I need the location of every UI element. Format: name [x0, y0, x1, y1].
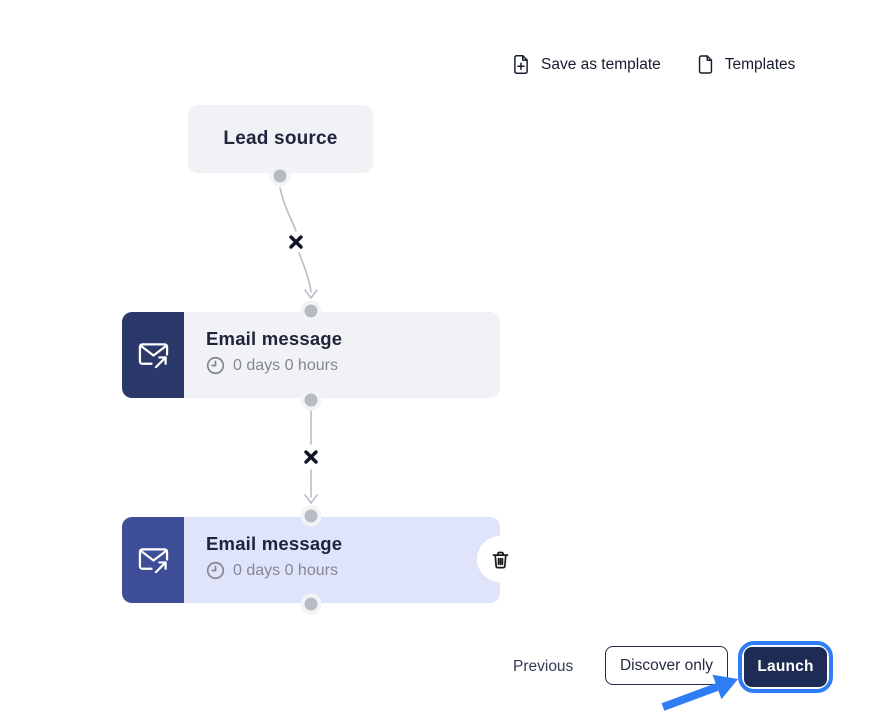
connector-handle[interactable] — [304, 509, 318, 523]
email-send-icon — [122, 312, 184, 398]
launch-button[interactable]: Launch — [744, 647, 827, 687]
connector-handle[interactable] — [304, 393, 318, 407]
connector-handle[interactable] — [304, 304, 318, 318]
delete-step-button[interactable] — [477, 536, 523, 582]
launch-highlight-ring: Launch — [738, 641, 833, 693]
step-title: Email message — [206, 328, 343, 349]
step-delay-label: 0 days 0 hours — [233, 561, 338, 579]
clock-icon — [206, 561, 225, 580]
step-body: Email message 0 days 0 hours — [184, 517, 500, 603]
x-icon — [304, 450, 318, 464]
save-as-template-button[interactable]: Save as template — [512, 54, 661, 75]
connector-handle[interactable] — [304, 597, 318, 611]
templates-label: Templates — [724, 55, 796, 73]
trash-icon — [490, 549, 511, 570]
lead-source-label: Lead source — [223, 128, 338, 149]
remove-connection-button[interactable] — [286, 232, 306, 252]
templates-button[interactable]: Templates — [697, 54, 796, 75]
save-as-template-label: Save as template — [541, 55, 661, 73]
header-actions: Save as template Templates — [512, 54, 795, 75]
discover-only-label: Discover only — [619, 656, 714, 674]
file-plus-icon — [512, 54, 530, 75]
step-body: Email message 0 days 0 hours — [184, 312, 500, 398]
connector-handle[interactable] — [273, 169, 287, 183]
email-send-icon — [122, 517, 184, 603]
file-icon — [697, 54, 714, 75]
email-step-node-2[interactable]: Email message 0 days 0 hours — [122, 517, 500, 603]
step-title: Email message — [206, 533, 343, 554]
x-icon — [289, 235, 303, 249]
discover-only-button[interactable]: Discover only — [605, 646, 728, 685]
clock-icon — [206, 356, 225, 375]
remove-connection-button[interactable] — [301, 447, 321, 467]
email-step-node-1[interactable]: Email message 0 days 0 hours — [122, 312, 500, 398]
step-delay-label: 0 days 0 hours — [233, 356, 338, 374]
lead-source-node[interactable]: Lead source — [188, 105, 373, 173]
previous-button[interactable]: Previous — [513, 658, 574, 675]
